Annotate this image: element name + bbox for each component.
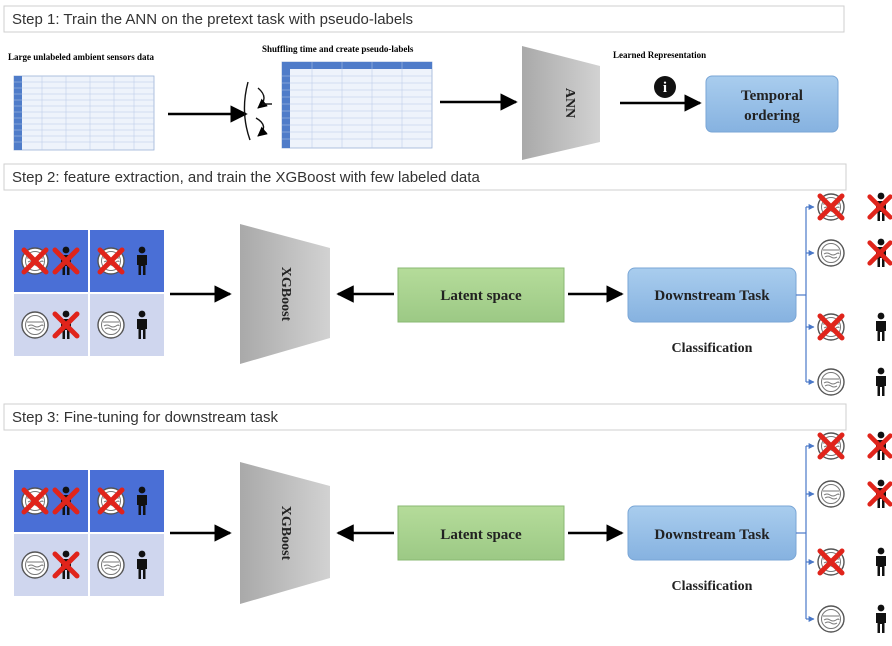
person-icon	[876, 312, 886, 341]
labeled-data-grid	[14, 230, 164, 356]
step3-section: Step 3: Fine-tuning for downstream task …	[3, 403, 890, 633]
step3-title: Step 3: Fine-tuning for downstream task	[12, 409, 278, 426]
output-row	[806, 604, 886, 633]
temporal-ordering-box	[705, 75, 839, 133]
classification-label: Classification	[672, 341, 753, 356]
labeled-data-grid	[14, 470, 164, 596]
appliance-icon	[817, 480, 845, 508]
output-row	[806, 479, 890, 508]
grid-cell	[14, 294, 88, 356]
latent-space-box	[397, 267, 565, 323]
shuffle-label: Shuffling time and create pseudo-labels	[262, 44, 414, 54]
latent-space-label: Latent space	[440, 288, 522, 304]
classification-outputs	[796, 431, 890, 633]
appliance-icon	[97, 551, 125, 579]
xgboost-shape	[240, 224, 330, 364]
xgboost-label: XGBoost	[278, 506, 293, 561]
downstream-task-label: Downstream Task	[654, 527, 770, 543]
grid-cell	[90, 534, 164, 596]
output-row	[806, 547, 886, 576]
output-row	[806, 367, 886, 396]
output-row	[806, 192, 890, 221]
classification-outputs	[796, 192, 890, 396]
step2-banner	[3, 163, 847, 191]
xgboost-label: XGBoost	[278, 267, 293, 322]
appliance-icon	[21, 551, 49, 579]
step1-banner	[3, 5, 845, 33]
info-icon: i	[654, 76, 676, 98]
xgboost-shape	[240, 462, 330, 604]
learned-representation-label: Learned Representation	[613, 50, 706, 60]
downstream-task-label: Downstream Task	[654, 288, 770, 304]
temporal-label-line2: ordering	[744, 108, 800, 124]
output-row	[806, 238, 890, 267]
step2-title: Step 2: feature extraction, and train th…	[12, 169, 480, 186]
grid-cell	[14, 230, 88, 292]
grid-cell	[14, 534, 88, 596]
appliance-icon	[817, 605, 845, 633]
latent-space-label: Latent space	[440, 527, 522, 543]
step1-title: Step 1: Train the ANN on the pretext tas…	[12, 11, 413, 28]
appliance-icon	[97, 311, 125, 339]
person-icon	[876, 547, 886, 576]
step1-section: Step 1: Train the ANN on the pretext tas…	[3, 5, 845, 160]
appliance-icon	[817, 239, 845, 267]
input-data-label: Large unlabeled ambient sensors data	[8, 52, 155, 62]
latent-space-box	[397, 505, 565, 561]
appliance-icon	[21, 311, 49, 339]
ann-encoder-shape	[522, 46, 600, 160]
pseudo-label-table	[281, 61, 433, 149]
step3-banner	[3, 403, 847, 431]
ann-label: ANN	[562, 88, 577, 118]
sensor-data-table	[13, 75, 155, 151]
shuffle-icon	[243, 81, 272, 141]
svg-text:i: i	[663, 80, 667, 96]
grid-cell	[90, 470, 164, 532]
temporal-label-line1: Temporal	[741, 88, 803, 104]
output-row	[806, 431, 890, 460]
output-row	[806, 312, 886, 341]
grid-cell	[14, 470, 88, 532]
classification-label: Classification	[672, 579, 753, 594]
person-icon	[876, 367, 886, 396]
person-icon	[876, 604, 886, 633]
appliance-icon	[817, 368, 845, 396]
step2-section: Step 2: feature extraction, and train th…	[3, 163, 890, 396]
grid-cell	[90, 230, 164, 292]
grid-cell	[90, 294, 164, 356]
